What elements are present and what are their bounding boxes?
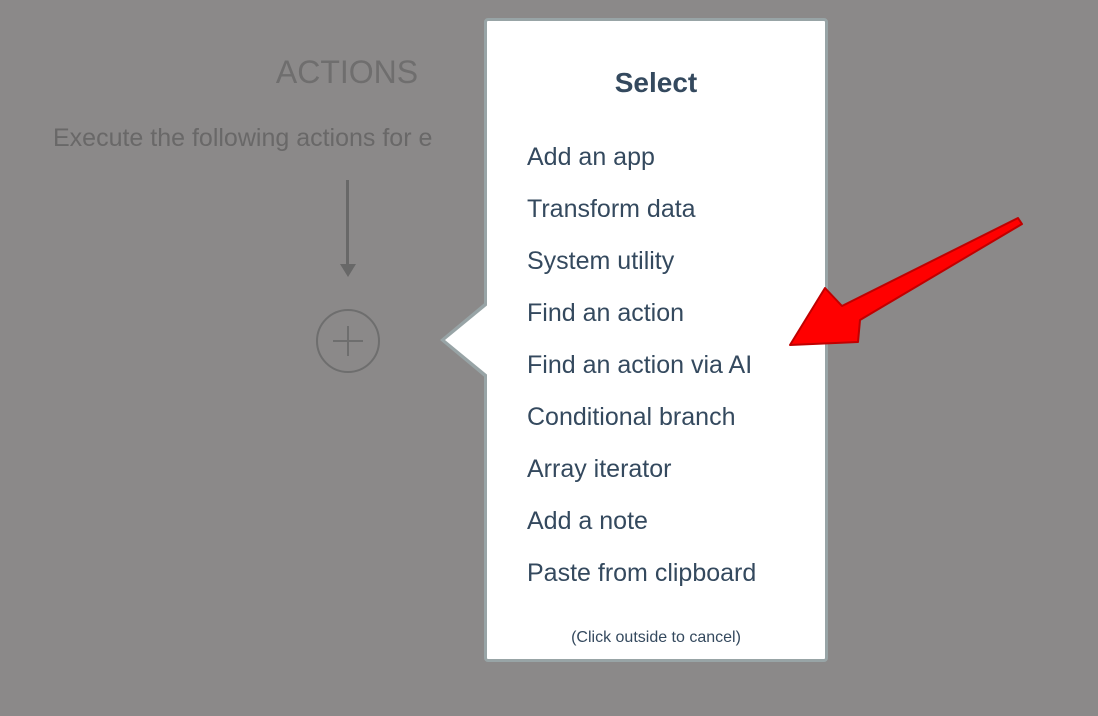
menu-item-find-action-ai[interactable]: Find an action via AI [527,351,753,379]
menu-item-find-action[interactable]: Find an action [527,299,685,327]
add-action-button[interactable] [316,309,380,373]
menu-item-system-utility[interactable]: System utility [527,247,675,275]
menu-item-add-note[interactable]: Add a note [527,507,648,535]
background-subtitle: Execute the following actions for e [53,124,433,152]
select-menu: Add an app Transform data System utility… [527,139,756,607]
menu-item-transform-data[interactable]: Transform data [527,195,696,223]
menu-item-paste-clipboard[interactable]: Paste from clipboard [527,559,757,587]
popup-notch-inner [445,303,490,377]
menu-item-array-iterator[interactable]: Array iterator [527,455,672,483]
select-popup: Select Add an app Transform data System … [484,18,828,662]
flow-arrow-head-icon [340,264,356,277]
flow-arrow-line [346,180,349,268]
popup-title: Select [614,67,698,98]
menu-item-conditional-branch[interactable]: Conditional branch [527,403,736,431]
menu-item-add-app[interactable]: Add an app [527,143,655,171]
cancel-hint: (Click outside to cancel) [571,629,741,646]
red-pointer-arrow-icon [789,217,1023,346]
background-title: ACTIONS [275,54,419,90]
